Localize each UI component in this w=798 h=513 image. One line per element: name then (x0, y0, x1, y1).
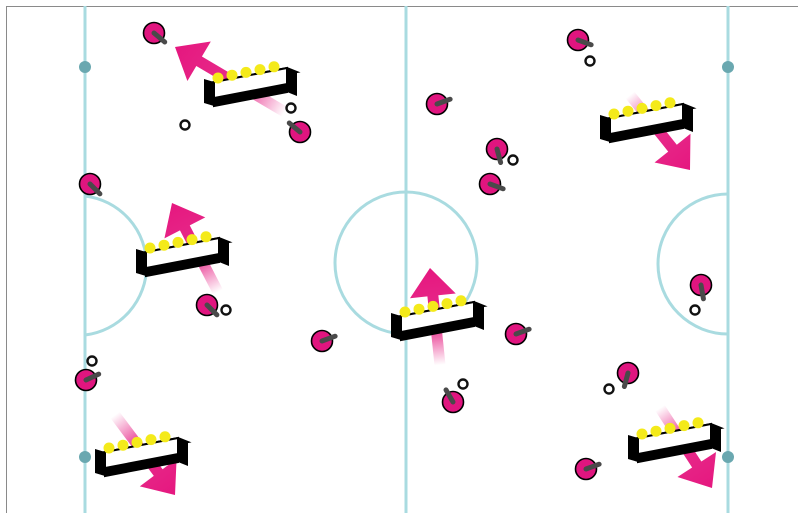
hockey-stick-icon (701, 285, 703, 299)
peg (665, 97, 676, 108)
puck-icon (691, 306, 700, 315)
peg (104, 443, 115, 454)
faceoff-dot (722, 61, 734, 73)
peg (651, 426, 662, 437)
puck-icon (181, 121, 190, 130)
peg (623, 106, 634, 117)
peg (241, 67, 252, 78)
puck-icon (88, 357, 97, 366)
peg (187, 234, 198, 245)
peg (442, 298, 453, 309)
peg (414, 304, 425, 315)
peg (456, 295, 467, 306)
peg (400, 307, 411, 318)
player (289, 122, 310, 143)
peg (693, 417, 704, 428)
puck-icon (586, 57, 595, 66)
peg (146, 434, 157, 445)
peg (201, 231, 212, 242)
puck-icon (287, 104, 296, 113)
peg (651, 100, 662, 111)
peg (160, 431, 171, 442)
peg (679, 420, 690, 431)
peg (665, 423, 676, 434)
peg (637, 103, 648, 114)
faceoff-dot (79, 451, 91, 463)
peg (132, 437, 143, 448)
peg (213, 73, 224, 84)
peg (269, 61, 280, 72)
peg (255, 64, 266, 75)
peg (145, 243, 156, 254)
peg (609, 109, 620, 120)
faceoff-dot (722, 451, 734, 463)
peg (173, 237, 184, 248)
peg (118, 440, 129, 451)
player (80, 174, 101, 195)
hockey-stick-icon (624, 373, 628, 387)
peg (159, 240, 170, 251)
puck-icon (509, 156, 518, 165)
peg (637, 429, 648, 440)
puck-icon (459, 380, 468, 389)
puck-icon (222, 306, 231, 315)
peg (227, 70, 238, 81)
player (197, 295, 218, 316)
peg (428, 301, 439, 312)
player (144, 23, 165, 44)
faceoff-dot (79, 61, 91, 73)
hockey-stick-icon (497, 149, 501, 163)
puck-icon (605, 385, 614, 394)
